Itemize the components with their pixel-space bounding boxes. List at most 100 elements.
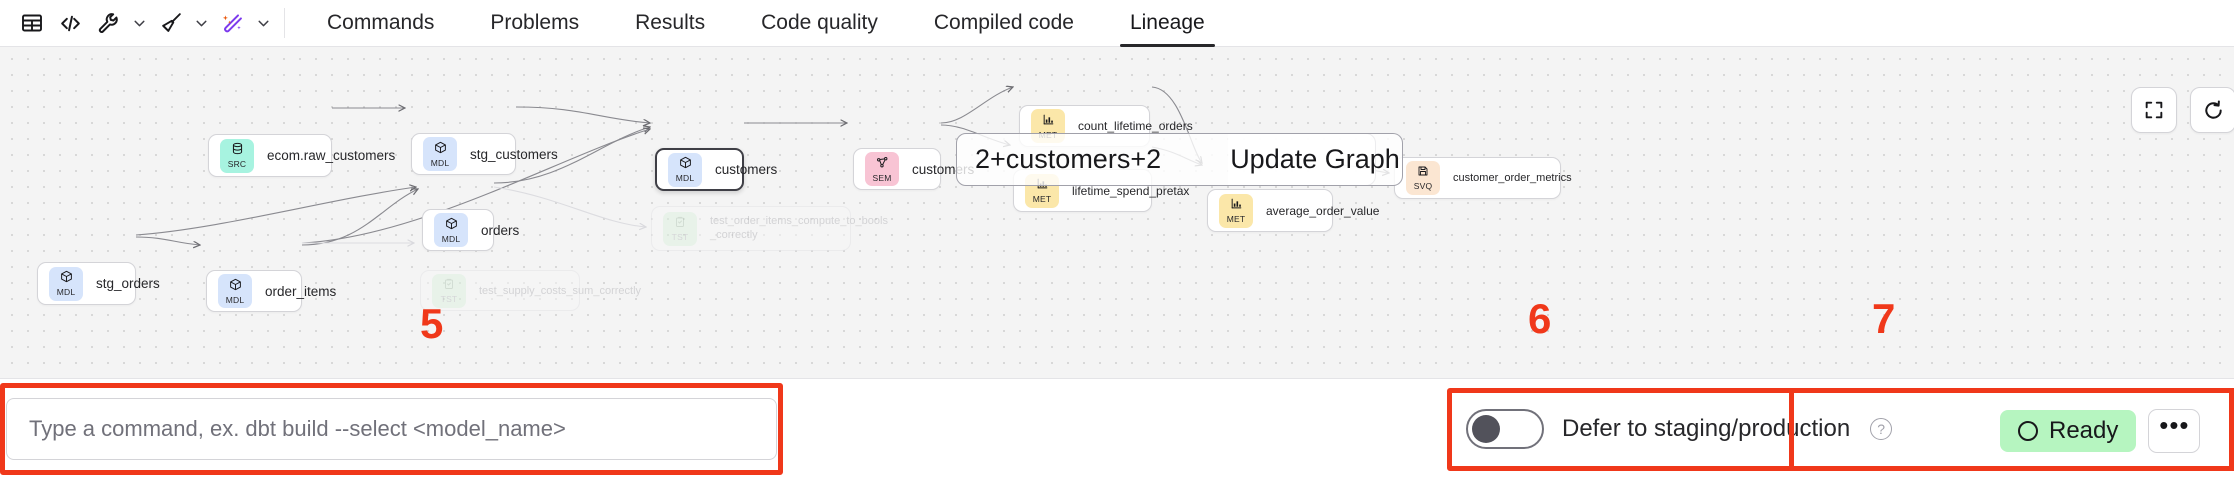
tab-results[interactable]: Results [607,0,733,47]
lineage-node-label: count_lifetime_orders [1078,119,1193,133]
broom-chevron-down-icon[interactable] [190,7,212,39]
status-label: Ready [2049,417,2119,444]
clipboard-check-icon [443,278,455,294]
more-options-icon: ••• [2159,409,2190,440]
tab-commands[interactable]: Commands [299,0,462,47]
lineage-node-orders[interactable]: MDL orders [422,209,519,251]
met-badge-label: MET [1032,194,1052,205]
tst-badge-icon: TST [663,211,697,246]
lineage-edges [135,47,2234,378]
lineage-node-label: test_supply_costs_sum_correctly [479,284,642,297]
tab-lineage-label: Lineage [1129,11,1205,34]
graph-query-value: 2+customers+2 [975,144,1162,174]
table-icon[interactable] [14,5,50,41]
mdl-badge-label: MDL [430,157,450,168]
defer-toggle[interactable] [1466,409,1544,449]
help-glyph: ? [1877,421,1886,437]
tab-bar: Commands Problems Results Code quality C… [299,0,1233,47]
toolbar-icon-group [0,0,274,47]
sem-badge-label: SEM [872,172,892,183]
mdl-badge-icon: MDL [423,137,457,171]
lineage-node-customer-order-metrics[interactable]: SVQ customer_order_metrics [1394,157,1572,199]
cube-icon [229,278,242,295]
wrench-chevron-down-icon[interactable] [128,7,150,39]
lineage-node-label: order_items [265,283,337,299]
wrench-icon[interactable] [90,5,126,41]
svq-badge-label: SVQ [1413,181,1433,192]
sem-badge-icon: SEM [865,152,899,186]
defer-toggle-knob [1472,415,1500,443]
semantic-graph-icon [876,156,889,173]
mdl-badge-label: MDL [56,287,76,298]
mdl-badge-label: MDL [225,294,245,305]
lineage-node-ecom-raw-customers[interactable]: SRC ecom.raw_customers [208,134,395,177]
defer-control-group: Defer to staging/production ? [1466,409,1893,449]
status-circle-icon [2018,421,2038,441]
more-options-button[interactable]: ••• [2148,409,2201,453]
tab-compiled-code-label: Compiled code [933,11,1074,34]
lineage-node-label: average_order_value [1266,203,1380,218]
status-control-group: Ready ••• [2000,409,2201,453]
tab-results-label: Results [635,11,706,34]
lineage-node-label: customers [715,162,778,177]
tst-badge-label: TST [440,293,458,304]
met-badge-label: MET [1226,214,1246,225]
tab-commands-label: Commands [327,11,435,34]
lineage-node-customers-model[interactable]: MDL customers [655,148,777,191]
src-badge-icon: SRC [220,138,254,173]
svq-badge-icon: SVQ [1406,161,1440,195]
toolbar-divider [284,8,285,38]
magic-wand-chevron-down-icon[interactable] [252,7,274,39]
save-disk-icon [1417,165,1429,181]
mdl-badge-label: MDL [675,173,695,184]
lineage-node-test-order-items[interactable]: TST test_order_items_compute_to_bools _c… [651,206,888,251]
lineage-graph-canvas[interactable]: SRC ecom.raw_customers MDL stg_customers… [0,47,2234,378]
lineage-node-test-supply-costs[interactable]: TST test_supply_costs_sum_correctly [420,270,641,311]
command-input[interactable] [6,398,777,460]
tst-badge-icon: TST [432,273,466,308]
fullscreen-button[interactable] [2131,87,2177,133]
defer-label: Defer to staging/production [1562,415,1851,442]
lineage-node-label: customer_order_metrics [1453,172,1572,184]
src-badge-label: SRC [227,159,247,170]
lineage-node-label: stg_orders [96,276,160,291]
tab-code-quality[interactable]: Code quality [733,0,906,47]
bar-chart-icon [1042,113,1055,130]
magic-wand-icon[interactable] [214,5,250,41]
update-graph-label: Update Graph [1230,144,1400,174]
mdl-badge-icon: MDL [434,213,468,247]
top-toolbar: Commands Problems Results Code quality C… [0,0,2234,47]
broom-icon[interactable] [152,5,188,41]
code-icon[interactable] [52,5,88,41]
tab-problems[interactable]: Problems [462,0,607,47]
lineage-node-label: lifetime_spend_pretax [1072,183,1190,198]
mdl-badge-icon: MDL [218,274,252,308]
met-badge-icon: MET [1219,193,1253,228]
refresh-button[interactable] [2190,87,2234,133]
lineage-node-label: orders [481,222,520,238]
clipboard-check-icon [674,216,686,232]
lineage-node-customers-semantic[interactable]: SEM customers [853,148,974,190]
help-circle-icon[interactable]: ? [1870,418,1893,440]
mdl-badge-icon: MDL [49,266,83,301]
cube-icon [434,141,447,158]
lineage-node-stg-orders[interactable]: MDL stg_orders [37,262,160,305]
command-input-wrapper [6,398,777,460]
tab-code-quality-label: Code quality [761,11,878,34]
status-badge[interactable]: Ready [2000,410,2137,452]
tst-badge-label: TST [671,231,689,242]
lineage-node-order-items[interactable]: MDL order_items [206,270,336,312]
lineage-node-label: ecom.raw_customers [267,148,396,163]
tab-lineage[interactable]: Lineage [1102,0,1233,47]
lineage-node-stg-customers[interactable]: MDL stg_customers [411,133,558,175]
lineage-node-label: test_order_items_compute_to_bools _corre… [710,214,888,241]
cube-icon [445,217,458,234]
bar-chart-icon [1230,197,1243,214]
lineage-node-label: stg_customers [470,146,558,162]
cube-icon [679,156,692,173]
lineage-node-average-order-value[interactable]: MET average_order_value [1207,189,1379,232]
update-graph-button[interactable]: Update Graph [1228,133,1403,186]
database-icon [231,142,244,159]
tab-compiled-code[interactable]: Compiled code [906,0,1102,47]
